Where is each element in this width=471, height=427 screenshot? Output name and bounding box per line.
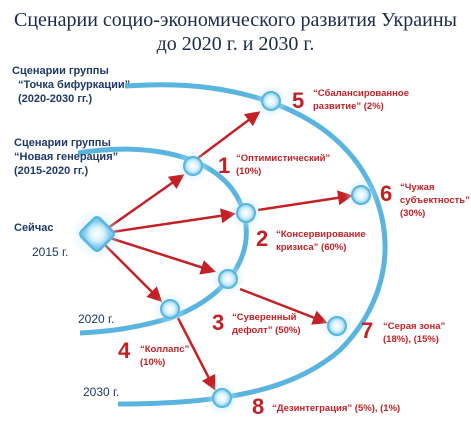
arc-2020 — [77, 146, 249, 336]
scenario-6-line-2: субъектность” — [400, 195, 470, 206]
scenario-7-line-1: “Серая зона” — [383, 321, 445, 332]
node-7 — [320, 309, 354, 343]
scenario-6-line-1: “Чужая — [400, 182, 435, 193]
node-2 — [229, 196, 263, 230]
scenario-6: 6 “Чужая субъектность” (30%) — [380, 181, 470, 219]
scenario-1-number: 1 — [218, 153, 230, 178]
scenario-3-line-1: “Суверенный — [232, 312, 297, 323]
scenario-4-line-1: “Коллапс” — [140, 344, 189, 355]
group-new-generation-line-3: (2015-2020 гг.) — [14, 165, 88, 177]
arrow-n1-to-n5 — [197, 111, 261, 159]
scenario-3: 3 “Суверенный дефолт” (50%) — [212, 310, 301, 336]
scenario-1: 1 “Оптимистический” (10%) — [218, 153, 330, 178]
scenario-5-line-1: “Сбалансированное — [313, 88, 409, 99]
year-2030: 2030 г. — [83, 385, 119, 399]
group-bifurcation-line-1: Сценарии группы — [12, 65, 109, 77]
arrows — [103, 111, 353, 391]
scenario-7-number: 7 — [361, 318, 373, 343]
scenario-5: 5 “Сбалансированное развитие” (2%) — [292, 88, 409, 113]
arrow-now-to-n3 — [109, 236, 216, 275]
arrow-now-to-n1 — [107, 174, 185, 230]
group-bifurcation-line-2: “Точка бифуркации” — [18, 79, 130, 91]
group-bifurcation-label: Сценарии группы “Точка бифуркации” (2020… — [12, 65, 130, 105]
scenario-2: 2 “Консервирование кризиса” (60%) — [256, 226, 366, 253]
scenario-7-line-2: (18%), (15%) — [383, 334, 439, 345]
scenario-4: 4 “Коллапс” (10%) — [118, 338, 189, 368]
node-4 — [153, 292, 187, 326]
scenario-8: 8 “Дезинтеграция” (5%), (1%) — [252, 394, 400, 419]
scenario-2-line-1: “Консервирование — [276, 229, 366, 240]
node-8 — [205, 381, 239, 415]
arrow-now-to-n2 — [111, 208, 236, 234]
scenario-4-line-2: (10%) — [140, 357, 165, 368]
scenario-1-line-2: (10%) — [236, 166, 261, 177]
scenario-8-line-1: “Дезинтеграция” (5%), (1%) — [272, 403, 400, 414]
year-2020: 2020 г. — [78, 312, 114, 326]
now-year: 2015 г. — [32, 245, 68, 259]
now-node — [71, 208, 123, 260]
group-new-generation-label: Сценарии группы “Новая генерация” (2015-… — [14, 137, 118, 177]
scenario-6-line-3: (30%) — [400, 208, 425, 219]
scenario-1-line-1: “Оптимистический” — [236, 153, 330, 164]
now-label: Сейчас — [14, 222, 53, 234]
group-new-generation-line-1: Сценарии группы — [14, 137, 111, 149]
node-5 — [254, 84, 288, 118]
arrow-n2-to-n6 — [257, 190, 353, 212]
scenario-6-number: 6 — [380, 181, 392, 206]
scenario-5-number: 5 — [292, 88, 304, 113]
scenario-3-number: 3 — [212, 310, 224, 335]
arrow-n4-to-n8 — [176, 317, 216, 391]
scenario-4-number: 4 — [118, 338, 131, 363]
page-title: Сценарии социо-экономического развития У… — [14, 9, 457, 55]
group-bifurcation-line-3: (2020-2030 гг.) — [18, 93, 92, 105]
arrow-n3-to-n7 — [239, 287, 328, 325]
node-1 — [176, 149, 210, 183]
scenario-5-line-2: развитие” (2%) — [313, 101, 384, 112]
scenario-3-line-2: дефолт” (50%) — [232, 325, 301, 336]
node-3 — [211, 262, 245, 296]
arc-2030-top-tail — [124, 82, 149, 89]
node-6 — [344, 178, 378, 212]
scenario-2-number: 2 — [256, 226, 268, 251]
scenario-2-line-2: кризиса” (60%) — [276, 242, 346, 253]
scenario-7: 7 “Серая зона” (18%), (15%) — [361, 318, 445, 345]
group-new-generation-line-2: “Новая генерация” — [14, 151, 118, 163]
scenario-8-number: 8 — [252, 394, 264, 419]
